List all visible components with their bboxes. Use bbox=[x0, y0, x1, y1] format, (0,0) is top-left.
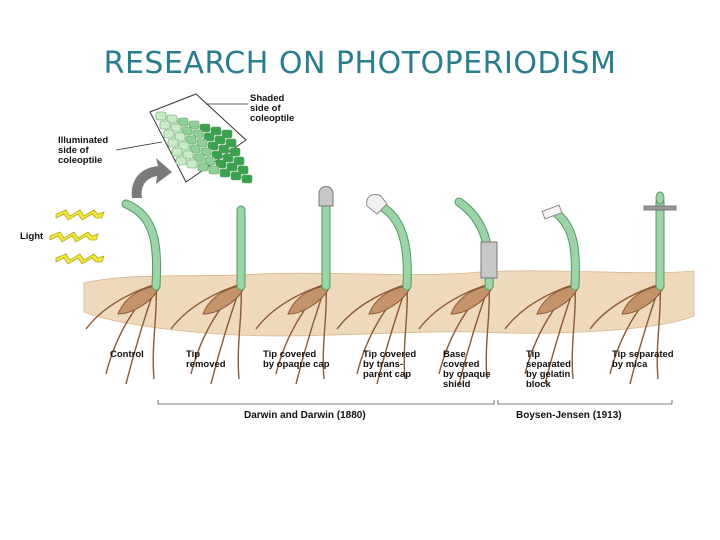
inset-cell bbox=[233, 156, 245, 166]
inset-cell bbox=[171, 147, 183, 157]
inset-cell bbox=[207, 141, 219, 151]
inset-cell bbox=[178, 141, 190, 151]
plant-control bbox=[85, 199, 162, 385]
root bbox=[418, 283, 490, 330]
inset-cell bbox=[200, 147, 212, 157]
plant-opaque-cap bbox=[255, 186, 334, 385]
plant-label-transparent-cap: Tip covered by trans- parent cap bbox=[363, 349, 417, 380]
inset-cell bbox=[241, 174, 253, 184]
inset-cell bbox=[222, 153, 234, 163]
plant-label-tip-removed: Tip removed bbox=[186, 349, 226, 370]
root bbox=[336, 283, 408, 330]
inset-cell bbox=[197, 162, 209, 172]
plant-shield bbox=[418, 197, 498, 385]
inset-cell bbox=[167, 138, 179, 148]
plant-label-mica: Tip separated by mica bbox=[612, 349, 674, 370]
plants-layer bbox=[85, 186, 677, 385]
opaque-cap bbox=[318, 186, 334, 207]
inset-cell bbox=[211, 150, 223, 160]
light-bolt-icon bbox=[55, 209, 105, 221]
inset-cell bbox=[215, 159, 227, 169]
root bbox=[589, 283, 661, 330]
bracket-darwin bbox=[157, 400, 495, 405]
plant-label-gelatin: Tip separated by gelatin block bbox=[526, 349, 571, 390]
inset-cell bbox=[189, 144, 201, 154]
inset-cell bbox=[185, 135, 197, 145]
inset-cell bbox=[208, 165, 220, 175]
group-label-boysen: Boysen-Jensen (1913) bbox=[516, 410, 622, 421]
inset-cell bbox=[186, 159, 198, 169]
light-bolts bbox=[49, 209, 105, 265]
inset-cell bbox=[196, 138, 208, 148]
curved-arrow-icon bbox=[131, 158, 172, 198]
inset-cell bbox=[214, 135, 226, 145]
inset-cell bbox=[175, 156, 187, 166]
inset-cell bbox=[219, 168, 231, 178]
inset-cell bbox=[155, 111, 167, 121]
plant-label-opaque-cap: Tip covered by opaque cap bbox=[263, 349, 330, 370]
inset-cell bbox=[226, 162, 238, 172]
inset-cell bbox=[166, 114, 178, 124]
group-label-darwin: Darwin and Darwin (1880) bbox=[244, 410, 366, 421]
inset-cell bbox=[170, 123, 182, 133]
plant-trans-cap bbox=[336, 193, 412, 385]
stem bbox=[122, 200, 161, 290]
gelatin-block bbox=[541, 204, 563, 220]
plant-mica bbox=[589, 191, 677, 385]
inset-cell bbox=[163, 129, 175, 139]
inset-cells bbox=[155, 111, 253, 184]
opaque-shield bbox=[480, 241, 498, 279]
inset-cell bbox=[221, 129, 233, 139]
root bbox=[504, 283, 576, 330]
inset-cell bbox=[229, 147, 241, 157]
light-bolt-icon bbox=[55, 253, 105, 265]
inset-cell bbox=[204, 156, 216, 166]
plant-removed bbox=[170, 205, 246, 385]
inset-cell bbox=[174, 132, 186, 142]
root bbox=[170, 283, 242, 330]
illuminated-side-label: Illuminated side of coleoptile bbox=[58, 135, 109, 166]
group-brackets bbox=[157, 400, 673, 405]
plant-gelatin bbox=[504, 204, 580, 385]
inset-cell bbox=[177, 117, 189, 127]
cell-detail-inset bbox=[115, 93, 253, 184]
root bbox=[85, 283, 157, 330]
transparent-cap bbox=[366, 193, 388, 215]
inset-cell bbox=[182, 150, 194, 160]
illuminated-leader-line bbox=[115, 141, 163, 151]
inset-cell bbox=[225, 138, 237, 148]
inset-cell bbox=[193, 153, 205, 163]
shaded-side-label: Shaded side of coleoptile bbox=[250, 93, 295, 124]
inset-cell bbox=[159, 120, 171, 130]
plant-label-control: Control bbox=[110, 349, 144, 360]
inset-cell bbox=[203, 132, 215, 142]
inset-cell bbox=[210, 126, 222, 136]
inset-cell bbox=[199, 123, 211, 133]
stem bbox=[551, 208, 579, 290]
inset-cell bbox=[181, 126, 193, 136]
separated-tip bbox=[655, 191, 665, 205]
root bbox=[255, 283, 327, 330]
inset-cell bbox=[188, 120, 200, 130]
stem bbox=[373, 200, 411, 290]
inset-cell bbox=[230, 171, 242, 181]
inset-cell bbox=[192, 129, 204, 139]
page-title: RESEARCH ON PHOTOPERIODISM bbox=[103, 46, 617, 81]
mica-plate bbox=[643, 205, 677, 211]
light-bolt-icon bbox=[49, 231, 99, 243]
inset-cell bbox=[218, 144, 230, 154]
bracket-boysen bbox=[497, 400, 673, 405]
plant-label-base-shield: Base covered by opaque shield bbox=[443, 349, 491, 390]
light-label: Light bbox=[20, 231, 44, 242]
inset-cell bbox=[237, 165, 249, 175]
